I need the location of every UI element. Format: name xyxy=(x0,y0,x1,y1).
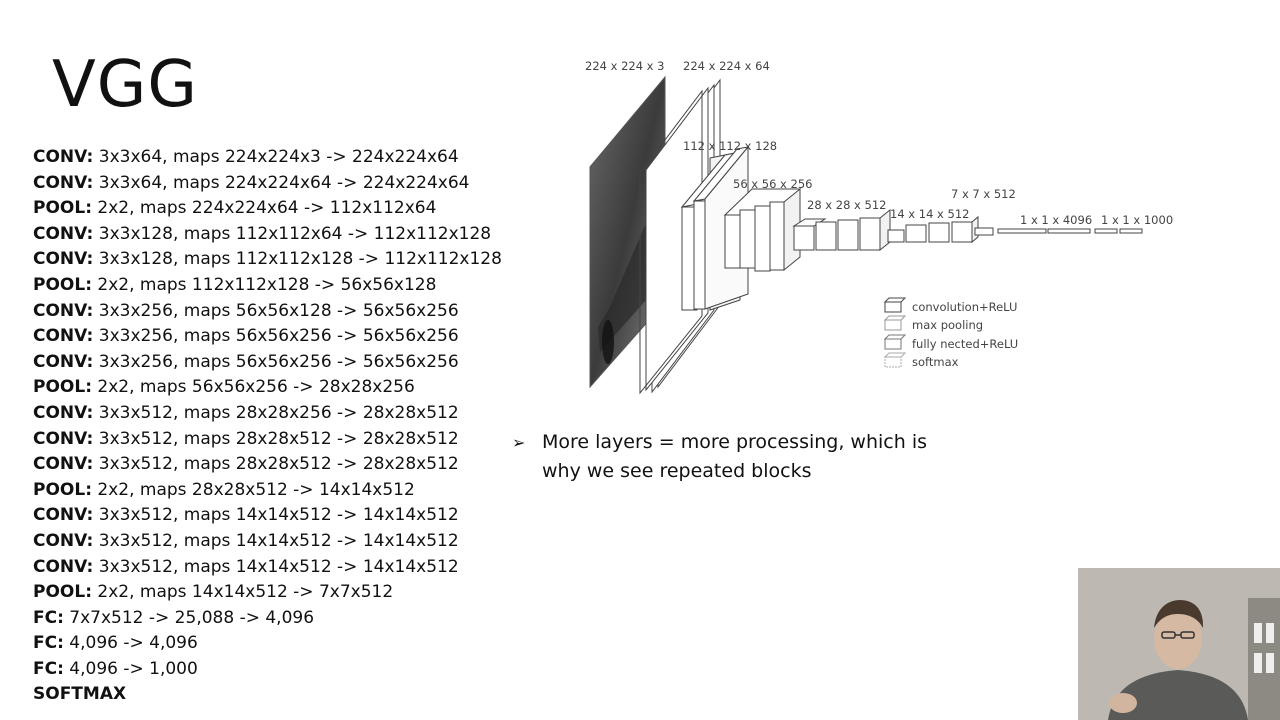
layer-detail: 3x3x512, maps 28x28x512 -> 28x28x512 xyxy=(93,428,459,449)
block3-feature-maps xyxy=(723,187,802,272)
diagram-labels: 224 x 224 x 3 224 x 224 x 64 112 x 112 x… xyxy=(585,59,1173,227)
layer-row: CONV: 3x3x128, maps 112x112x128 -> 112x1… xyxy=(33,247,502,273)
layer-type: CONV: xyxy=(33,505,94,526)
presenter-webcam-feed xyxy=(1078,568,1280,720)
layer-detail: 3x3x128, maps 112x112x64 -> 112x112x128 xyxy=(93,223,492,244)
layer-row: CONV: 3x3x512, maps 28x28x512 -> 28x28x5… xyxy=(33,427,502,453)
layer-row: POOL: 2x2, maps 14x14x512 -> 7x7x512 xyxy=(33,580,502,606)
label-block3-size: 56 x 56 x 256 xyxy=(733,177,812,191)
svg-text:fully nected+ReLU: fully nected+ReLU xyxy=(912,337,1018,351)
arrowhead-bullet-icon: ➢ xyxy=(512,433,526,452)
svg-text:max pooling: max pooling xyxy=(912,318,983,332)
presenter-silhouette-icon xyxy=(1078,568,1280,720)
label-pool5-size: 7 x 7 x 512 xyxy=(951,187,1016,201)
legend-item-fc: fully nected+ReLU xyxy=(883,334,1018,351)
layer-row: CONV: 3x3x64, maps 224x224x64 -> 224x224… xyxy=(33,171,502,197)
layer-type: CONV: xyxy=(33,300,94,321)
layer-detail: 3x3x512, maps 14x14x512 -> 14x14x512 xyxy=(93,530,459,551)
layer-detail: 3x3x512, maps 28x28x512 -> 28x28x512 xyxy=(93,454,459,475)
label-output-size: 1 x 1 x 1000 xyxy=(1101,213,1173,227)
layer-type: POOL: xyxy=(33,377,92,398)
layer-type: POOL: xyxy=(33,198,92,219)
legend-item-conv: convolution+ReLU xyxy=(883,297,1017,314)
layer-detail: 2x2, maps 112x112x128 -> 56x56x128 xyxy=(92,274,437,295)
layer-row: POOL: 2x2, maps 56x56x256 -> 28x28x256 xyxy=(33,375,502,401)
layer-row: CONV: 3x3x64, maps 224x224x3 -> 224x224x… xyxy=(33,145,502,171)
svg-text:softmax: softmax xyxy=(912,355,959,369)
layer-row: FC: 7x7x512 -> 25,088 -> 4,096 xyxy=(33,606,502,632)
layer-row: FC: 4,096 -> 4,096 xyxy=(33,631,502,657)
svg-text:convolution+ReLU: convolution+ReLU xyxy=(912,300,1017,314)
layer-detail: 2x2, maps 28x28x512 -> 14x14x512 xyxy=(92,479,415,500)
layer-type: CONV: xyxy=(33,428,94,449)
legend-item-softmax: softmax xyxy=(883,352,959,369)
layer-detail: 3x3x64, maps 224x224x3 -> 224x224x64 xyxy=(93,147,459,167)
layer-type: FC: xyxy=(33,633,64,654)
block5-feature-maps xyxy=(887,215,994,244)
layer-detail: 4,096 -> 4,096 xyxy=(63,633,198,654)
label-block5-size: 14 x 14 x 512 xyxy=(890,207,969,221)
label-block2-size: 112 x 112 x 128 xyxy=(683,139,777,153)
layer-row: CONV: 3x3x512, maps 14x14x512 -> 14x14x5… xyxy=(33,529,502,555)
layer-detail: 2x2, maps 14x14x512 -> 7x7x512 xyxy=(92,582,394,603)
layer-type: CONV: xyxy=(33,147,94,167)
layer-row: CONV: 3x3x256, maps 56x56x128 -> 56x56x2… xyxy=(33,299,502,325)
block4-feature-maps xyxy=(792,208,891,252)
legend-item-pool: max pooling xyxy=(883,315,983,332)
layer-type: CONV: xyxy=(33,223,94,244)
layer-type: CONV: xyxy=(33,402,94,423)
diagram-legend: convolution+ReLU max pooling fully necte… xyxy=(883,297,1018,369)
layer-row: POOL: 2x2, maps 28x28x512 -> 14x14x512 xyxy=(33,478,502,504)
layer-type: CONV: xyxy=(33,172,94,193)
layer-detail: 3x3x512, maps 14x14x512 -> 14x14x512 xyxy=(93,556,459,577)
layer-detail: 4,096 -> 1,000 xyxy=(63,658,198,679)
layer-detail: 3x3x256, maps 56x56x256 -> 56x56x256 xyxy=(93,326,459,347)
fully-connected-layers xyxy=(997,228,1143,234)
label-block1-size: 224 x 224 x 64 xyxy=(683,59,770,73)
layer-row: CONV: 3x3x128, maps 112x112x64 -> 112x11… xyxy=(33,222,502,248)
layer-type: SOFTMAX xyxy=(33,684,127,705)
label-fc-size: 1 x 1 x 4096 xyxy=(1020,213,1092,227)
layer-row: CONV: 3x3x512, maps 14x14x512 -> 14x14x5… xyxy=(33,503,502,529)
vgg-architecture-diagram: 224 x 224 x 3 224 x 224 x 64 112 x 112 x… xyxy=(585,59,1173,395)
layer-detail: 2x2, maps 224x224x64 -> 112x112x64 xyxy=(92,198,437,219)
layer-type: CONV: xyxy=(33,530,94,551)
layer-detail: 3x3x256, maps 56x56x256 -> 56x56x256 xyxy=(93,351,459,372)
layer-type: CONV: xyxy=(33,351,94,372)
layer-detail: 7x7x512 -> 25,088 -> 4,096 xyxy=(63,607,315,628)
layer-row: CONV: 3x3x512, maps 28x28x512 -> 28x28x5… xyxy=(33,452,502,478)
layer-detail: 2x2, maps 56x56x256 -> 28x28x256 xyxy=(92,377,415,398)
layer-type: CONV: xyxy=(33,454,94,475)
layer-row: CONV: 3x3x512, maps 14x14x512 -> 14x14x5… xyxy=(33,555,502,581)
bullet-point: ➢ More layers = more processing, which i… xyxy=(512,428,952,486)
layer-type: FC: xyxy=(33,658,64,679)
layer-row: CONV: 3x3x256, maps 56x56x256 -> 56x56x2… xyxy=(33,324,502,350)
layer-detail: 3x3x64, maps 224x224x64 -> 224x224x64 xyxy=(93,172,470,193)
slide-title: VGG xyxy=(52,48,198,122)
layer-type: POOL: xyxy=(33,582,92,603)
layer-type: POOL: xyxy=(33,479,92,500)
label-input-size: 224 x 224 x 3 xyxy=(585,59,664,73)
layer-row: CONV: 3x3x256, maps 56x56x256 -> 56x56x2… xyxy=(33,350,502,376)
layer-row: CONV: 3x3x512, maps 28x28x256 -> 28x28x5… xyxy=(33,401,502,427)
layer-type: CONV: xyxy=(33,326,94,347)
layer-detail: 3x3x128, maps 112x112x128 -> 112x112x128 xyxy=(93,249,502,270)
layer-type: CONV: xyxy=(33,556,94,577)
layer-row: FC: 4,096 -> 1,000 xyxy=(33,657,502,683)
layer-type: FC: xyxy=(33,607,64,628)
bullet-text: More layers = more processing, which is … xyxy=(542,431,928,482)
layer-row: SOFTMAX xyxy=(33,682,502,708)
layer-row: POOL: 2x2, maps 224x224x64 -> 112x112x64 xyxy=(33,196,502,222)
layer-detail: 3x3x512, maps 28x28x256 -> 28x28x512 xyxy=(93,402,459,423)
layer-detail: 3x3x256, maps 56x56x128 -> 56x56x256 xyxy=(93,300,459,321)
layer-detail: 3x3x512, maps 14x14x512 -> 14x14x512 xyxy=(93,505,459,526)
layer-list: CONV: 3x3x64, maps 224x224x3 -> 224x224x… xyxy=(33,145,502,708)
layer-type: POOL: xyxy=(33,274,92,295)
layer-row: POOL: 2x2, maps 112x112x128 -> 56x56x128 xyxy=(33,273,502,299)
layer-type: CONV: xyxy=(33,249,94,270)
label-block4-size: 28 x 28 x 512 xyxy=(807,198,886,212)
